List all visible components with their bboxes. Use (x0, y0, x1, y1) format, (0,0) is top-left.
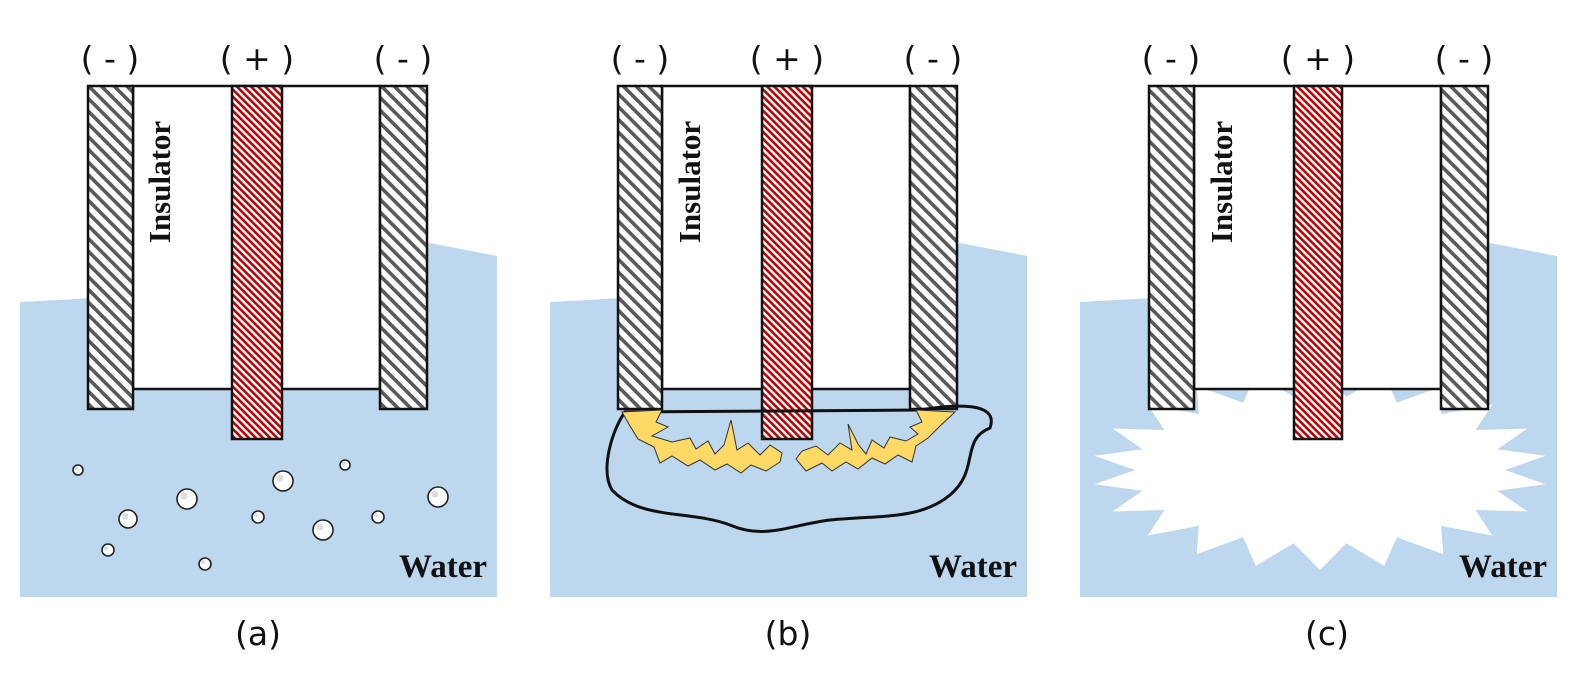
negative-electrode-left (1147, 84, 1196, 411)
water-label: Water (399, 549, 487, 585)
polarity-label-negative-left: ( - ) (1142, 39, 1201, 78)
bubble (251, 510, 265, 524)
positive-electrode (760, 84, 814, 441)
bubble-highlight (341, 461, 346, 466)
bubble (272, 470, 294, 492)
bubble (339, 459, 351, 471)
panel-b: ( - ) ( + ) ( - ) Insulator Water (b) (550, 39, 1027, 653)
panel-caption: (b) (765, 614, 812, 653)
negative-electrode-left (86, 84, 135, 411)
polarity-label-negative-right: ( - ) (374, 39, 433, 78)
bubble-highlight (374, 513, 379, 518)
panel-a: ( - ) ( + ) ( - ) Insulator Water (a) (20, 39, 497, 653)
polarity-label-negative-left: ( - ) (81, 39, 140, 78)
panel-c: ( - ) ( + ) ( - ) Insulator Water (c) (1080, 39, 1557, 653)
polarity-label-positive: ( + ) (750, 39, 824, 78)
bubble-highlight (74, 466, 79, 471)
shockwave-burst (1094, 370, 1546, 570)
bubble (371, 510, 385, 524)
bubble-highlight (122, 513, 129, 520)
bubble-highlight (431, 490, 439, 498)
bubbles-group (72, 459, 449, 571)
polarity-label-negative-right: ( - ) (904, 39, 963, 78)
arc-discharge-left (621, 409, 783, 474)
panel-caption: (a) (235, 614, 281, 653)
insulator-label: Insulator (1204, 121, 1239, 244)
bubble (72, 464, 84, 476)
panel-caption: (c) (1305, 614, 1349, 653)
polarity-label-negative-left: ( - ) (611, 39, 670, 78)
negative-electrode-left (616, 84, 664, 411)
polarity-label-negative-right: ( - ) (1435, 39, 1494, 78)
insulator-label: Insulator (672, 121, 707, 244)
water-label: Water (1459, 549, 1547, 585)
bubble (101, 543, 115, 557)
bubble (427, 486, 449, 508)
water-label: Water (929, 549, 1017, 585)
bubble-highlight (254, 513, 259, 518)
negative-electrode-right (378, 84, 429, 411)
positive-electrode (230, 84, 284, 441)
negative-electrode-right (908, 84, 959, 411)
bubble-highlight (276, 474, 284, 482)
bubble (176, 488, 198, 510)
negative-electrode-right (1439, 84, 1490, 411)
bubble-highlight (201, 560, 206, 565)
bubble-highlight (316, 523, 324, 531)
positive-electrode (1292, 84, 1344, 441)
insulator-label: Insulator (142, 121, 177, 244)
bubble (312, 519, 334, 541)
bubble-highlight (180, 492, 188, 500)
bubble (118, 509, 138, 529)
arc-discharge-right (795, 409, 957, 472)
bubble-highlight (104, 546, 109, 551)
plasma-region-outline (605, 404, 993, 533)
polarity-label-positive: ( + ) (220, 39, 294, 78)
polarity-label-positive: ( + ) (1281, 39, 1355, 78)
bubble (198, 557, 212, 571)
